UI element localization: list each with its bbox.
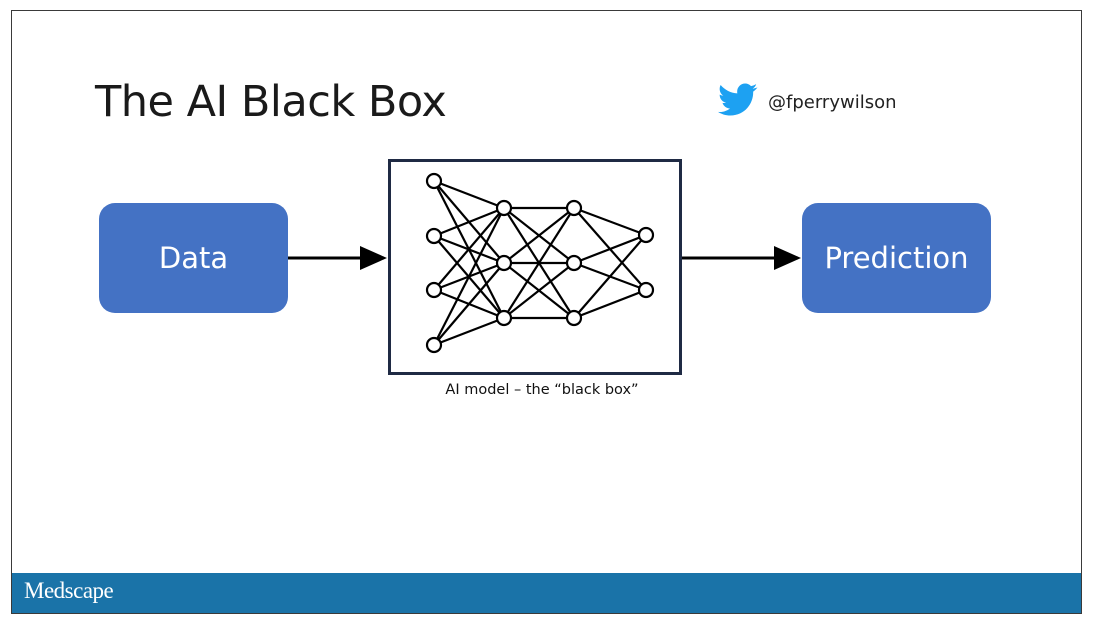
- slide: The AI Black Box @fperrywilson Data AI m…: [11, 10, 1082, 614]
- data-label: Data: [158, 241, 229, 275]
- network-node: [637, 226, 655, 244]
- black-box-frame: [388, 159, 682, 375]
- network-edge: [433, 262, 505, 346]
- network-edge: [503, 207, 575, 264]
- network-node: [495, 254, 513, 272]
- network-edge: [503, 262, 575, 319]
- twitter-handle: @fperrywilson: [718, 83, 897, 122]
- handle-text: @fperrywilson: [768, 92, 897, 113]
- network-node: [425, 172, 443, 190]
- network-node: [637, 281, 655, 299]
- network-edge: [433, 207, 505, 291]
- network-edge: [433, 316, 505, 347]
- slide-title: The AI Black Box: [95, 77, 447, 127]
- network-edge: [573, 206, 647, 237]
- network-edge: [433, 206, 505, 238]
- network-node: [425, 336, 443, 354]
- network-edge: [433, 179, 505, 210]
- data-box: Data: [99, 203, 288, 313]
- network-edge: [433, 207, 505, 346]
- network-node: [565, 309, 583, 327]
- network-node: [565, 199, 583, 217]
- medscape-logo: Medscape: [24, 578, 114, 603]
- network-node: [495, 199, 513, 217]
- network-node: [495, 309, 513, 327]
- twitter-bird-icon: [718, 83, 758, 122]
- network-node: [425, 227, 443, 245]
- network-edge: [573, 233, 647, 265]
- footer-bar: Medscape: [12, 573, 1081, 613]
- network-node: [565, 254, 583, 272]
- prediction-box: Prediction: [802, 203, 991, 313]
- neural-network-icon: [425, 172, 655, 354]
- network-edge: [573, 288, 647, 320]
- prediction-label: Prediction: [824, 241, 969, 275]
- network-edge: [503, 207, 575, 319]
- network-node: [425, 281, 443, 299]
- model-caption: AI model – the “black box”: [445, 382, 639, 398]
- network-edge: [573, 234, 647, 319]
- flow-arrows: [288, 246, 801, 270]
